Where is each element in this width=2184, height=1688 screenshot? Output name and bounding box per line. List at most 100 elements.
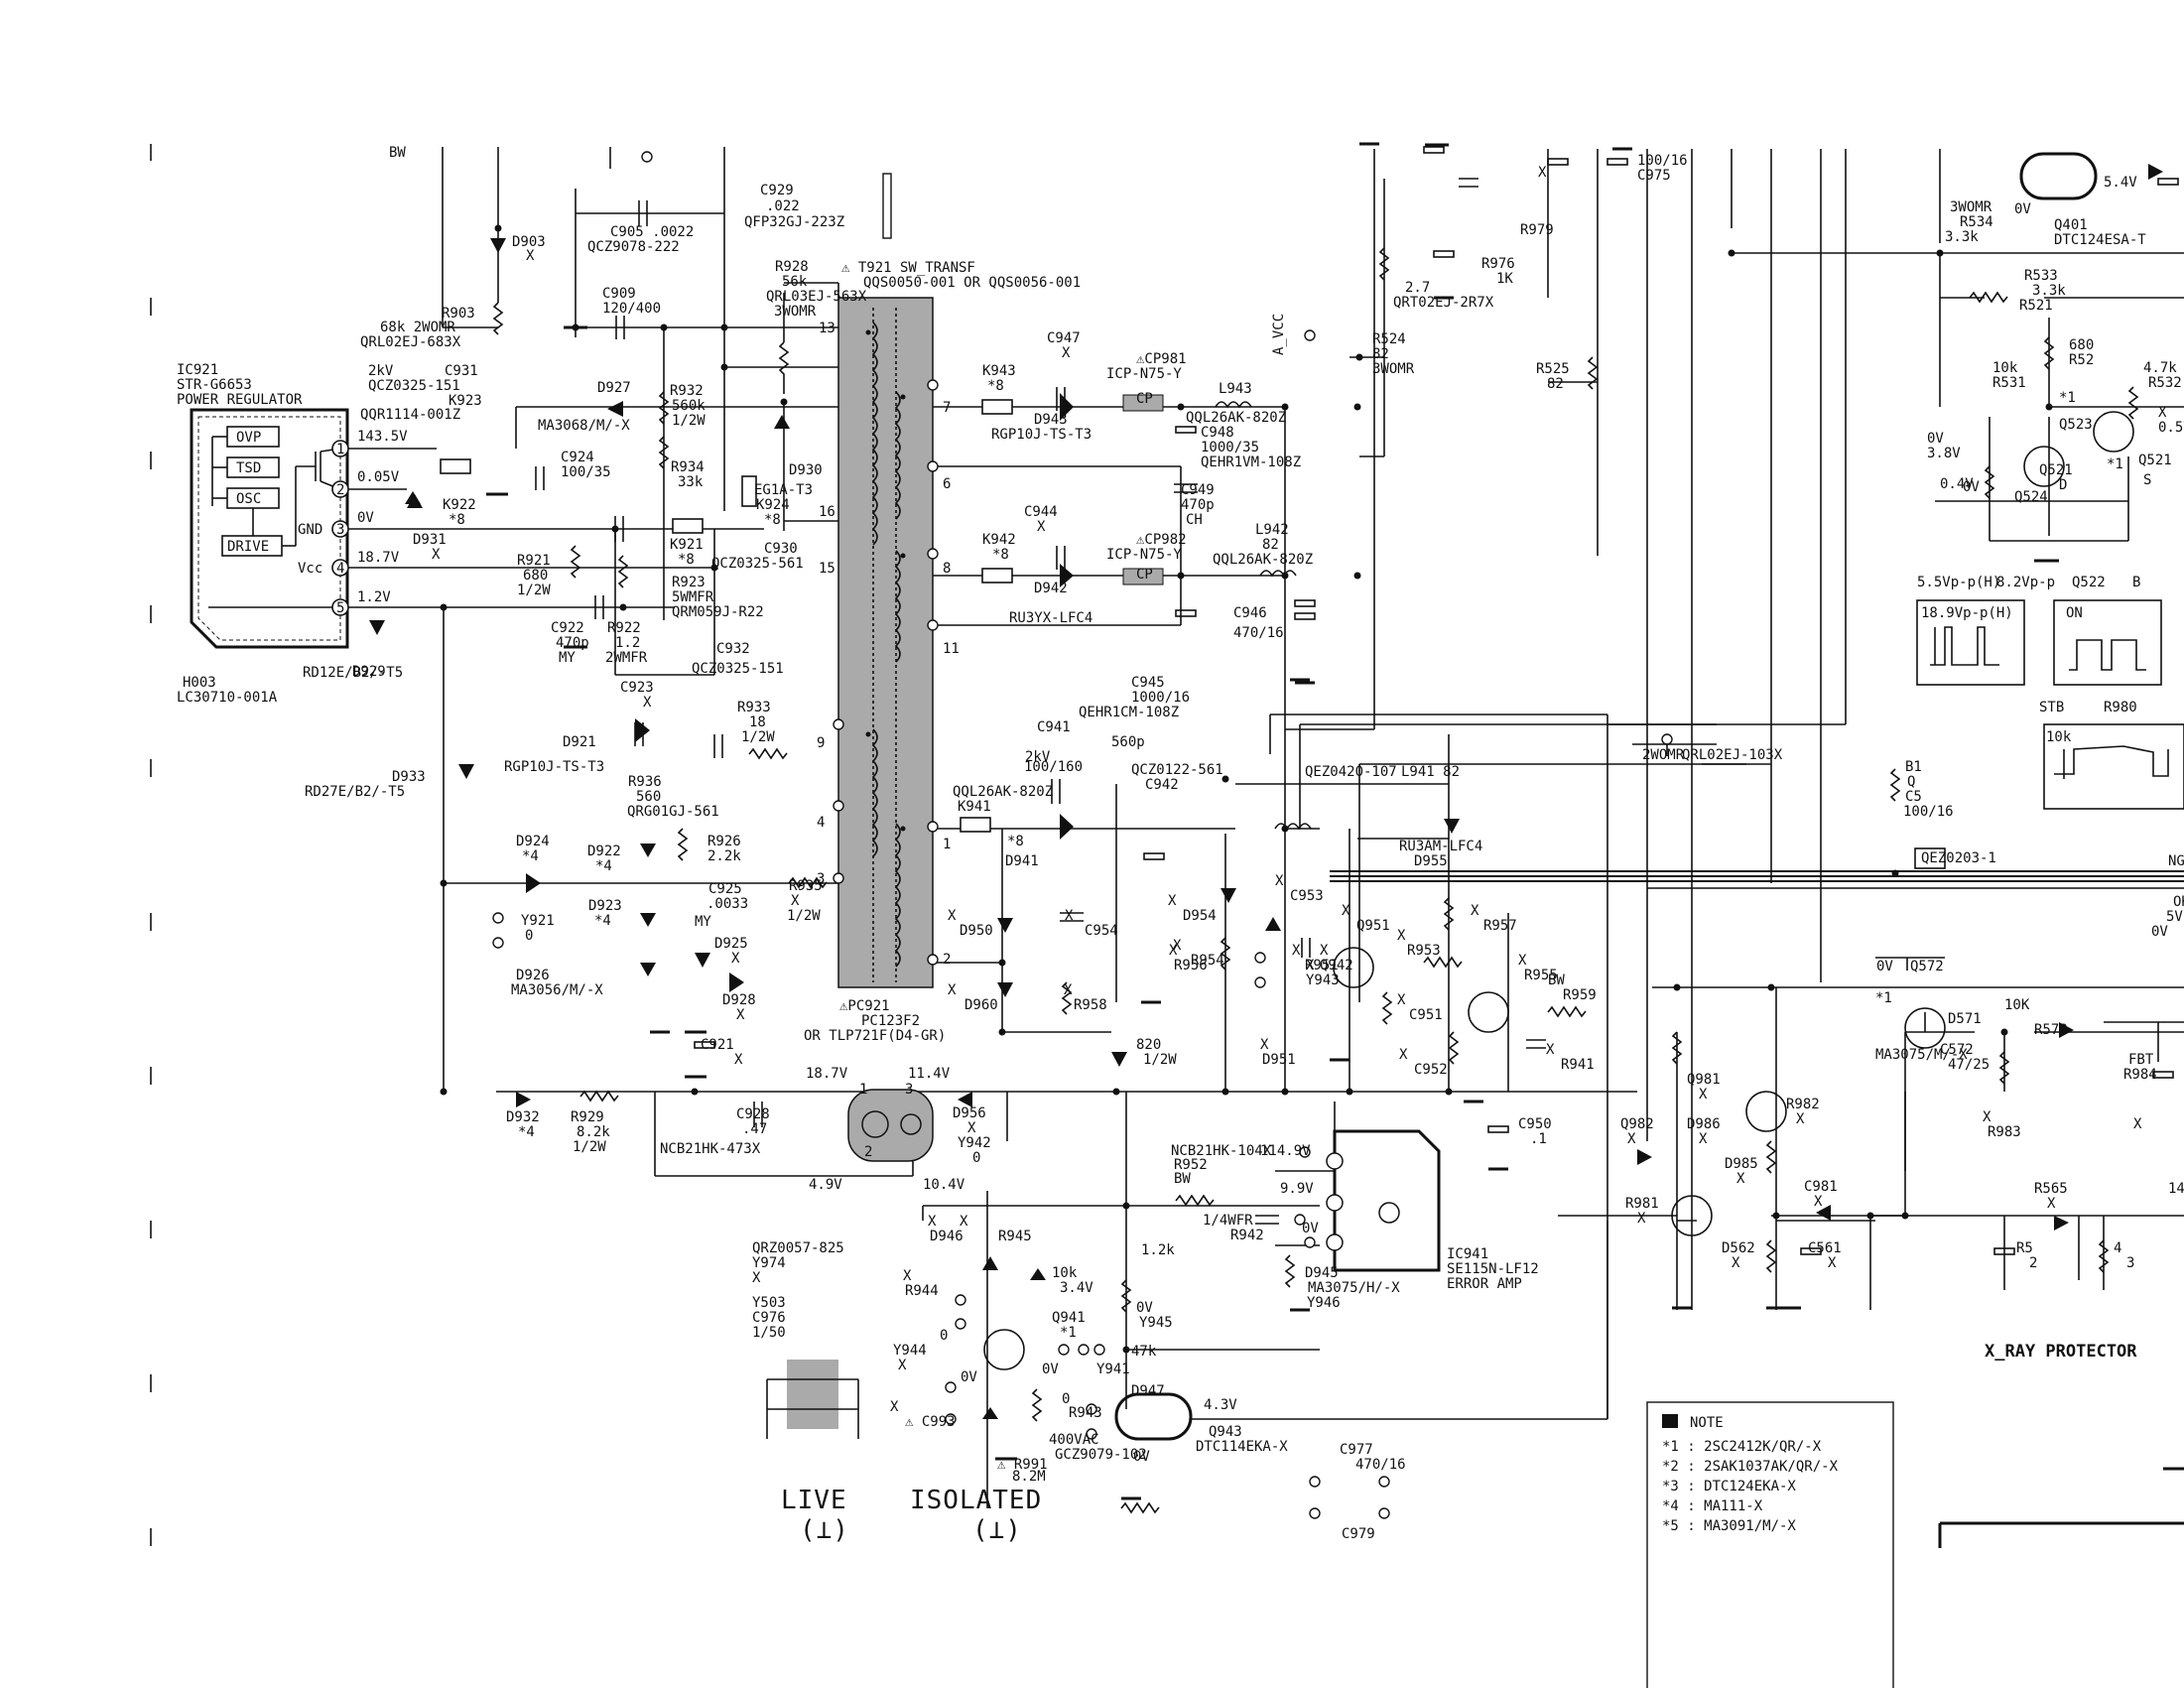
label: D946 [930, 1229, 964, 1244]
label: 5.5Vp-p(H) [1917, 575, 2000, 590]
label: QCZ9078-222 [587, 239, 680, 255]
ic921-pin4-voltage: 18.7V [357, 550, 400, 566]
label: 0V [1042, 1362, 1059, 1377]
label: QRM059J-R22 [672, 604, 764, 620]
label: 33k [678, 474, 704, 490]
note-item: *2 : 2SAK1037AK/QR/-X [1662, 1459, 1839, 1475]
label: D903 [512, 234, 546, 250]
label: RGP10J-TS-T3 [991, 427, 1092, 443]
label: QCZ0122-561 [1131, 762, 1223, 778]
label: 68k 2WOMR [380, 320, 455, 335]
label: 0.5V [2158, 420, 2184, 436]
label: R956 [1174, 958, 1208, 974]
note-item: *3 : DTC124EKA-X [1662, 1479, 1796, 1494]
label: 1.2 [615, 635, 640, 651]
label: 10k [1992, 360, 2018, 376]
label: 3.8V [1927, 446, 1961, 461]
label: *4 [522, 848, 539, 864]
label: R980 [2104, 700, 2137, 715]
label: D951 [1262, 1052, 1296, 1068]
label: 470p [1181, 497, 1215, 513]
label: 2.2k [707, 848, 741, 864]
label: X [1637, 1211, 1646, 1227]
label: 820 [1136, 1037, 1161, 1053]
label: D960 [964, 997, 998, 1013]
label: 400VAC [1049, 1432, 1099, 1448]
label: Y941 [1096, 1362, 1130, 1377]
label: ⚠CP981 [1136, 351, 1187, 367]
label: X [1037, 519, 1046, 535]
label: X [1169, 943, 1178, 959]
label: 82 [1262, 537, 1279, 553]
c993-r991-isolation-part [766, 1360, 859, 1439]
label: 8 [943, 561, 951, 577]
label: B [2132, 575, 2140, 590]
ic921-part: STR-G6653 [177, 377, 252, 393]
label: 13 [819, 321, 835, 336]
label: D921 [563, 734, 596, 750]
ic921-pin4-label: Vcc [298, 561, 322, 577]
label: 1/2W [1143, 1052, 1177, 1068]
label: B1 [1905, 759, 1922, 775]
label: C950 [1518, 1116, 1552, 1132]
ic941-pin2-voltage: 9.9V [1280, 1181, 1314, 1197]
label: 470/16 [1233, 625, 1284, 641]
b1-bus [1330, 870, 2184, 882]
label: QEHR1VM-108Z [1201, 454, 1301, 470]
label: D932 [506, 1109, 540, 1125]
junction-dots [440, 224, 2053, 1354]
label: 18.7V [806, 1066, 848, 1082]
ic941-pin1-voltage: 114.9V [1260, 1143, 1311, 1159]
label: X [1292, 943, 1301, 959]
label: BW [389, 145, 406, 161]
t921-ref: ⚠ T921 SW_TRANSF [841, 260, 975, 276]
label: X [1260, 1037, 1269, 1053]
label: 0V [2151, 924, 2168, 940]
label: R935 [789, 878, 823, 894]
label: X [960, 1214, 968, 1230]
label: STB [2039, 700, 2064, 715]
label: MA3075/H/-X [1308, 1280, 1400, 1296]
label: *8 [764, 512, 781, 528]
q523-transistor [2093, 411, 2134, 453]
label: 10K [2004, 997, 2030, 1013]
label: X [1814, 1194, 1823, 1210]
label: X [1538, 165, 1547, 181]
label: D955 [1414, 853, 1448, 869]
label: D [2059, 477, 2067, 493]
label: 6 [943, 476, 951, 492]
label: 2WOMR [1642, 747, 1685, 763]
label: QCZ0325-561 [711, 556, 804, 572]
label: X [1397, 928, 1406, 944]
label: 1000/16 [1131, 690, 1190, 706]
label: 0 [940, 1328, 948, 1344]
live-label: LIVE [781, 1486, 847, 1515]
q943-ref: Q943 [1209, 1424, 1242, 1440]
label: 1/2W [672, 413, 706, 429]
label: D942 [1034, 581, 1068, 596]
label: R524 [1372, 331, 1406, 347]
label: C931 [445, 363, 478, 379]
label: R952 [1174, 1157, 1208, 1173]
label: 2kV [1025, 749, 1051, 765]
label: C975 [1637, 168, 1671, 184]
label: C932 [716, 641, 750, 657]
waveform-q521-s [2053, 599, 2162, 686]
label: 5V [2166, 909, 2183, 925]
q943-transistor [1114, 1392, 1193, 1441]
label: Y945 [1139, 1315, 1173, 1331]
label: R521 [2019, 298, 2053, 314]
label: 3.3k [1945, 229, 1979, 245]
label: X [1627, 1131, 1636, 1147]
label: D924 [516, 834, 550, 849]
label: QQL26AK-820Z [1213, 552, 1313, 568]
label: 47k [1131, 1344, 1157, 1360]
label: 470/16 [1355, 1457, 1406, 1473]
waveform-q521-d [1916, 599, 2025, 686]
label: 18 [749, 714, 766, 730]
label: D922 [587, 844, 621, 859]
label: X [1796, 1111, 1805, 1127]
label: 16 [819, 504, 835, 520]
label: *1 [1875, 990, 1892, 1006]
label: 10k [2046, 729, 2072, 745]
